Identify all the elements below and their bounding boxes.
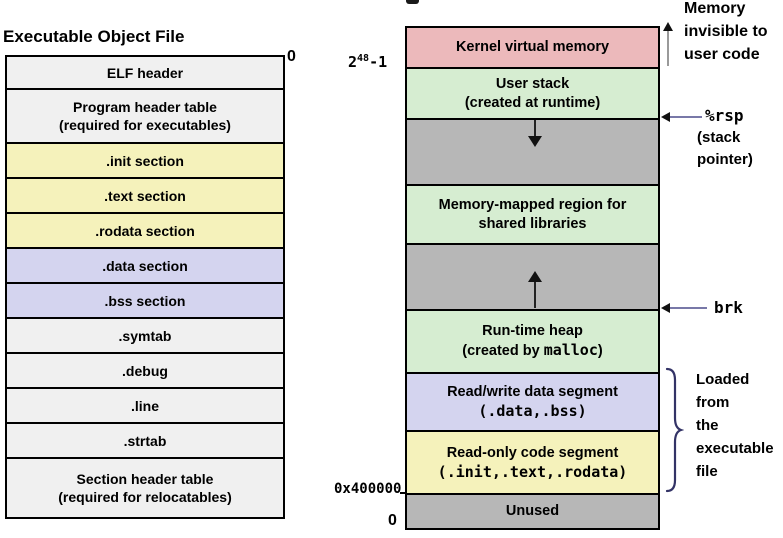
rsp-pointer-arrow — [665, 116, 702, 118]
heap-caption-malloc: malloc — [543, 341, 598, 359]
row-label: Program header table — [73, 99, 217, 115]
caption-line: from — [696, 394, 730, 411]
row-label: ELF header — [106, 64, 184, 81]
block-label: Kernel virtual memory — [455, 39, 610, 55]
stack-grow-down-arrow — [534, 120, 536, 138]
brk-label: brk — [714, 298, 743, 317]
rsp-register-label: %rsp — [705, 106, 744, 125]
vm-block-unused: Unused — [405, 493, 660, 530]
rsp-caption-line2: pointer) — [697, 151, 753, 168]
offset-zero-label: 0 — [287, 48, 296, 65]
vm-block-memory-mapped-region: Memory-mapped region for shared librarie… — [405, 184, 660, 245]
heap-grow-up-arrowhead-icon — [528, 271, 542, 282]
kernel-region-up-arrowhead-icon — [663, 22, 673, 31]
elf-row-elf-header: ELF header — [7, 57, 283, 88]
max-address-label: 248-1 — [348, 53, 387, 71]
block-sublabel: (created at runtime) — [464, 94, 601, 111]
block-label: User stack — [495, 75, 570, 92]
rsp-pointer-arrowhead-icon — [661, 112, 670, 122]
vm-block-runtime-heap: Run-time heap (created by malloc) — [405, 309, 660, 374]
block-label: Read/write data segment — [447, 384, 618, 400]
heap-caption-pre: (created by — [462, 343, 544, 359]
rsp-caption-line1: (stack — [697, 129, 741, 146]
loaded-from-file-caption: Loaded from the executable file — [696, 368, 774, 483]
caption-line: invisible to — [684, 23, 768, 40]
elf-row-strtab: .strtab — [7, 422, 283, 457]
row-label: .rodata section — [95, 222, 195, 239]
caption-line: user code — [684, 46, 760, 63]
cropped-title-glyph — [406, 0, 419, 4]
code-start-address-label: 0x400000 — [334, 481, 402, 497]
row-label: .text section — [104, 187, 186, 204]
stack-grow-down-arrowhead-icon — [528, 136, 542, 147]
row-label: .data section — [102, 257, 188, 274]
row-label: Section header table — [76, 471, 214, 487]
executable-object-file-title: Executable Object File — [3, 27, 185, 46]
address-zero-label: 0 — [388, 512, 397, 529]
brk-pointer-arrow — [665, 307, 707, 309]
block-sublabel: (created by malloc) — [462, 341, 602, 361]
elf-row-section-header-table: Section header table (required for reloc… — [7, 457, 283, 517]
block-label: Unused — [505, 503, 560, 519]
row-label: .init section — [106, 152, 184, 169]
elf-row-init-section: .init section — [7, 142, 283, 177]
heap-caption-post: ) — [597, 343, 603, 359]
elf-row-debug: .debug — [7, 352, 283, 387]
block-label: Read-only code segment — [446, 444, 619, 461]
row-label: .bss section — [104, 292, 186, 309]
row-label: .strtab — [123, 432, 167, 449]
row-sublabel: (required for executables) — [59, 117, 231, 133]
block-label: Memory-mapped region for — [438, 196, 627, 213]
block-sublabel: (.init,.text,.rodata) — [437, 462, 628, 481]
kernel-region-up-arrow — [667, 30, 669, 66]
heap-grow-up-arrow — [534, 281, 536, 308]
max-address-base: 2 — [348, 53, 358, 71]
memory-invisible-caption: Memory invisible to user code — [684, 0, 783, 66]
code-start-address-tick — [400, 492, 405, 494]
caption-line: file — [696, 463, 718, 480]
max-address-exponent: 48 — [357, 53, 370, 64]
elf-row-program-header-table: Program header table (required for execu… — [7, 88, 283, 142]
row-label: .debug — [122, 362, 168, 379]
caption-line: Loaded — [696, 371, 750, 388]
elf-row-text-section: .text section — [7, 177, 283, 212]
block-sublabel: shared libraries — [478, 215, 587, 232]
loaded-segments-brace — [665, 367, 684, 493]
elf-row-bss-section: .bss section — [7, 282, 283, 317]
max-address-rest: -1 — [369, 53, 388, 71]
elf-row-symtab: .symtab — [7, 317, 283, 352]
row-label: .line — [130, 397, 159, 414]
caption-line: Memory — [684, 0, 746, 17]
elf-row-data-section: .data section — [7, 247, 283, 282]
vm-block-stack-growth-gap — [405, 118, 660, 186]
caption-line: executable — [696, 440, 774, 457]
brk-pointer-arrowhead-icon — [661, 303, 670, 313]
vm-block-read-write-segment: Read/write data segment (.data,.bss) — [405, 372, 660, 432]
block-sublabel: (.data,.bss) — [478, 402, 587, 420]
caption-line: the — [696, 417, 719, 434]
block-label: Run-time heap — [482, 323, 583, 339]
vm-block-user-stack: User stack (created at runtime) — [405, 67, 660, 120]
vm-block-kernel: Kernel virtual memory — [405, 26, 660, 69]
vm-block-read-only-segment: Read-only code segment (.init,.text,.rod… — [405, 430, 660, 495]
elf-file-table: ELF header Program header table (require… — [5, 55, 285, 519]
row-label: .symtab — [118, 327, 172, 344]
row-sublabel: (required for relocatables) — [58, 489, 232, 505]
elf-row-line: .line — [7, 387, 283, 422]
elf-row-rodata-section: .rodata section — [7, 212, 283, 247]
